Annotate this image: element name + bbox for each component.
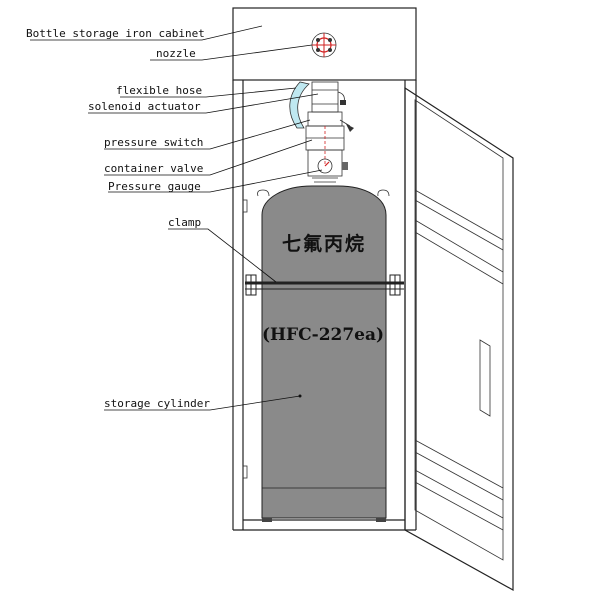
labels: Bottle storage iron cabinet nozzle flexi… (26, 27, 210, 410)
cylinder-foot-left (262, 518, 272, 522)
cylinder-chemical-name: (HFC-227ea) (262, 325, 384, 345)
door-stripe-8 (414, 481, 504, 531)
label-cabinet: Bottle storage iron cabinet (26, 27, 205, 40)
leader-flexible-hose (120, 87, 297, 98)
label-container-valve: container valve (104, 162, 203, 175)
cabinet-top-box (232, 7, 417, 81)
leader-clamp (168, 228, 277, 283)
cylinder-agent-name: 七氟丙烷 (282, 232, 366, 255)
door-inner-frame (414, 99, 504, 561)
door-handle[interactable] (479, 339, 491, 417)
door-panel (404, 86, 514, 592)
hinge-lower (242, 465, 248, 479)
door-stripe-7 (414, 469, 504, 519)
storage-cylinder: 七氟丙烷 (HFC-227ea) (257, 185, 390, 522)
solenoid-actuator-icon (311, 81, 346, 113)
label-flexible-hose: flexible hose (116, 84, 202, 97)
cylinder-body (261, 185, 387, 519)
leader-storage-cylinder (104, 395, 301, 411)
label-storage-cylinder: storage cylinder (104, 397, 210, 410)
flexible-hose-icon (289, 81, 310, 129)
pressure-gauge-icon (307, 149, 348, 183)
leader-cabinet (30, 25, 263, 41)
leader-container-valve (104, 139, 313, 176)
cylinder-ring-left (257, 189, 270, 197)
door-stripe-1 (414, 189, 504, 241)
door-stripe-2 (414, 199, 504, 251)
leader-pressure-switch (104, 119, 311, 150)
leader-nozzle (150, 44, 313, 61)
cabinet-door (404, 86, 514, 592)
door-stripe-4 (414, 231, 504, 285)
door-stripe-6 (414, 451, 504, 501)
label-clamp: clamp (168, 216, 201, 229)
leader-pressure-gauge (108, 169, 323, 193)
label-solenoid-actuator: solenoid actuator (88, 100, 201, 113)
hinge-upper (242, 199, 248, 213)
door-stripe-5 (414, 439, 504, 489)
door-stripe-3 (414, 219, 504, 273)
clamp (245, 274, 404, 296)
label-pressure-gauge: Pressure gauge (108, 180, 201, 193)
leader-lines (30, 25, 323, 411)
cylinder-ring-right (377, 189, 390, 197)
cylinder-foot-right (376, 518, 386, 522)
label-pressure-switch: pressure switch (104, 136, 203, 149)
pressure-switch-icon (307, 111, 354, 132)
leader-solenoid (88, 93, 319, 114)
nozzle-icon (311, 32, 337, 58)
label-nozzle: nozzle (156, 47, 196, 60)
